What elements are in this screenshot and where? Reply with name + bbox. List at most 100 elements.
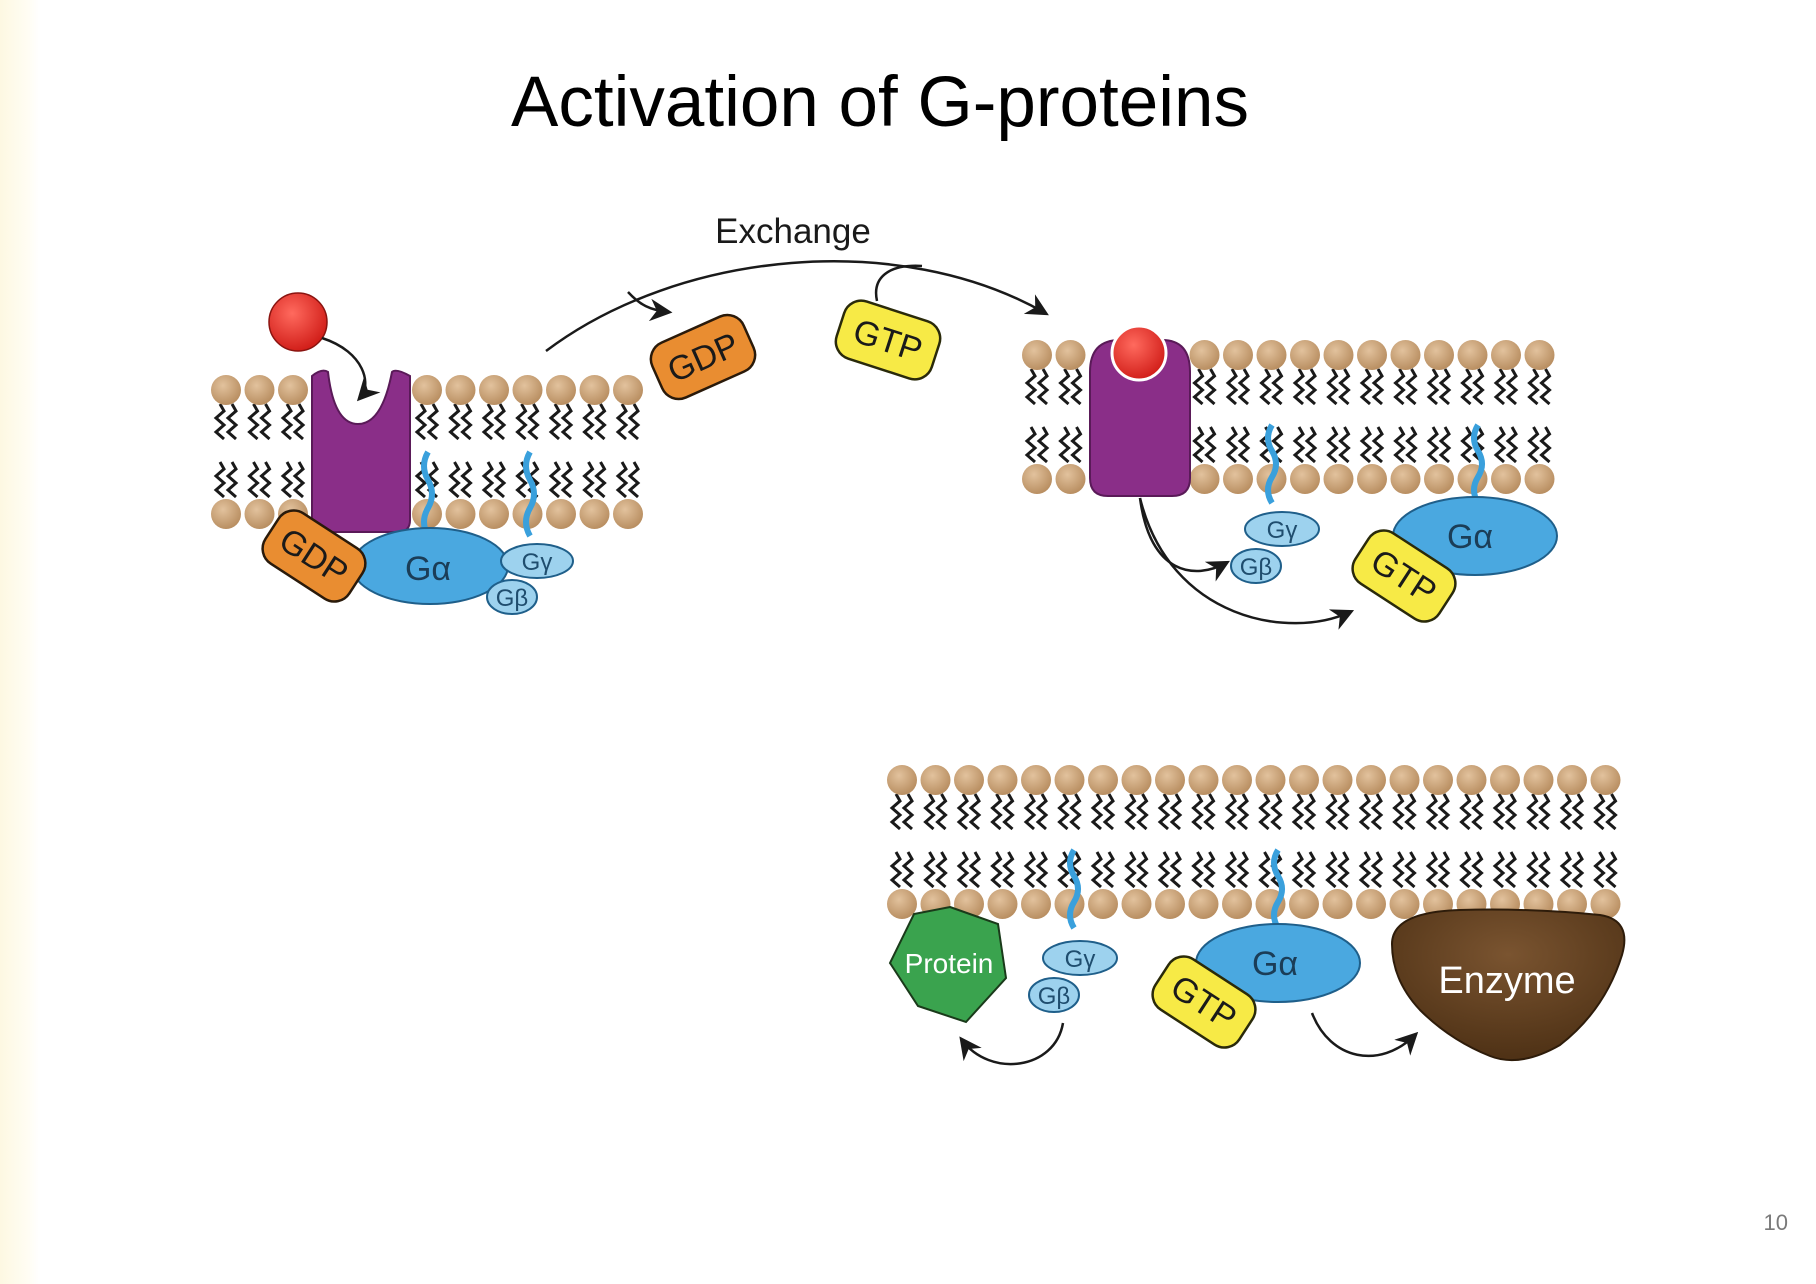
lipid-tail xyxy=(1326,368,1339,406)
lipid-tail xyxy=(1392,793,1405,831)
lipid-tail xyxy=(1069,851,1082,889)
lipid-tail xyxy=(1070,426,1083,464)
g-gamma-subunit xyxy=(500,543,574,579)
lipid-tail xyxy=(1102,851,1116,889)
g-gamma-subunit xyxy=(1244,511,1320,547)
lipid-tail xyxy=(1370,851,1384,889)
phospholipid-head xyxy=(1290,340,1320,370)
lipid-tail xyxy=(1237,426,1251,464)
g-alpha-lipid-anchor xyxy=(1471,423,1485,505)
phospholipid-head xyxy=(1256,340,1287,370)
lipid-tail xyxy=(548,403,562,441)
phospholipid-head xyxy=(1188,765,1219,795)
phospholipid-head xyxy=(1524,464,1555,494)
phospholipid-head xyxy=(954,765,984,795)
lipid-tail xyxy=(1571,793,1585,831)
phospholipid-head xyxy=(1289,889,1319,919)
g-alpha-label: Gα xyxy=(1252,945,1298,983)
receptor-activated xyxy=(1089,339,1191,497)
phospholipid-head xyxy=(1223,464,1253,494)
phospholipid-head xyxy=(1423,765,1453,795)
lipid-tail xyxy=(1204,426,1217,464)
phospholipid-head xyxy=(1155,765,1185,795)
lipid-tail xyxy=(1358,851,1372,889)
phospholipid-head xyxy=(1189,464,1220,494)
phospholipid-head xyxy=(1022,340,1052,370)
lipid-tail xyxy=(1492,851,1506,889)
phospholipid-head xyxy=(1424,340,1454,370)
cell-membrane-inactive xyxy=(211,375,643,529)
lipid-tail xyxy=(1169,851,1183,889)
lipid-tail xyxy=(990,793,1003,831)
phospholipid-head xyxy=(512,375,543,405)
lipid-tail xyxy=(1024,426,1038,464)
lipid-tail xyxy=(1504,851,1518,889)
lipid-tail xyxy=(1002,793,1015,831)
phospholipid-head xyxy=(1223,340,1253,370)
lipid-tail xyxy=(1204,368,1217,406)
enzyme-label: Enzyme xyxy=(1438,960,1575,1002)
lipid-tail xyxy=(1303,851,1317,889)
lipid-tail xyxy=(1539,368,1552,406)
lipid-tail xyxy=(1058,368,1071,406)
lipid-tail xyxy=(615,461,629,499)
lipid-tail xyxy=(1425,793,1439,831)
lipid-tail xyxy=(1169,793,1183,831)
phospholipid-head xyxy=(887,765,917,795)
lipid-tail xyxy=(1459,851,1472,889)
phospholipid-head xyxy=(987,765,1018,795)
phospholipid-head xyxy=(579,499,610,529)
lipid-tail xyxy=(1505,426,1519,464)
g-gamma-label: Gγ xyxy=(1267,517,1298,544)
lipid-tail xyxy=(1460,426,1473,464)
lipid-tail xyxy=(1124,851,1137,889)
lipid-tail xyxy=(615,403,629,441)
lipid-tail xyxy=(1527,426,1540,464)
g-gamma-label: Gγ xyxy=(1065,946,1096,973)
phospholipid-head xyxy=(1055,340,1086,370)
phospholipid-head xyxy=(1222,889,1252,919)
lipid-tail xyxy=(1526,793,1539,831)
phospholipid-head xyxy=(1590,765,1621,795)
lipid-tail xyxy=(1437,793,1451,831)
lipid-tail xyxy=(1393,368,1406,406)
lipid-tail xyxy=(935,851,948,889)
lipid-tail xyxy=(1258,851,1271,889)
lipid-tail xyxy=(1090,793,1104,831)
phospholipid-head xyxy=(1289,765,1319,795)
lipid-tail xyxy=(1102,793,1116,831)
phospholipid-head xyxy=(1322,889,1353,919)
lipid-tail xyxy=(527,403,540,441)
lipid-tail xyxy=(460,403,473,441)
lipid-tail xyxy=(247,403,260,441)
phospholipid-head xyxy=(1022,464,1052,494)
phospholipid-head xyxy=(1189,340,1220,370)
gdp-release-arrow xyxy=(627,291,673,322)
lipid-tail xyxy=(1203,793,1216,831)
lipid-tail xyxy=(1472,368,1485,406)
phospholipid-head xyxy=(1390,464,1421,494)
phospholipid-head xyxy=(1389,765,1420,795)
lipid-tail xyxy=(460,461,473,499)
gtp-binding-arrow xyxy=(874,264,923,302)
lipid-tail xyxy=(280,461,294,499)
phospholipid-head xyxy=(1255,765,1286,795)
phospholipid-head xyxy=(579,375,610,405)
lipid-tail xyxy=(968,851,982,889)
lipid-tail xyxy=(627,461,641,499)
lipid-tail xyxy=(1292,368,1306,406)
lipid-tail xyxy=(1270,793,1283,831)
lipid-tail xyxy=(1225,426,1239,464)
phospholipid-head xyxy=(546,375,576,405)
phospholipid-head xyxy=(1322,765,1353,795)
lipid-tail xyxy=(990,851,1003,889)
lipid-tail xyxy=(1325,793,1338,831)
lipid-tail xyxy=(1225,368,1239,406)
lipid-tail xyxy=(889,793,903,831)
lipid-tail xyxy=(1192,368,1205,406)
lipid-tail xyxy=(548,461,562,499)
lipid-tail xyxy=(1359,426,1373,464)
phospholipid-head xyxy=(1456,765,1487,795)
lipid-tail xyxy=(627,403,641,441)
